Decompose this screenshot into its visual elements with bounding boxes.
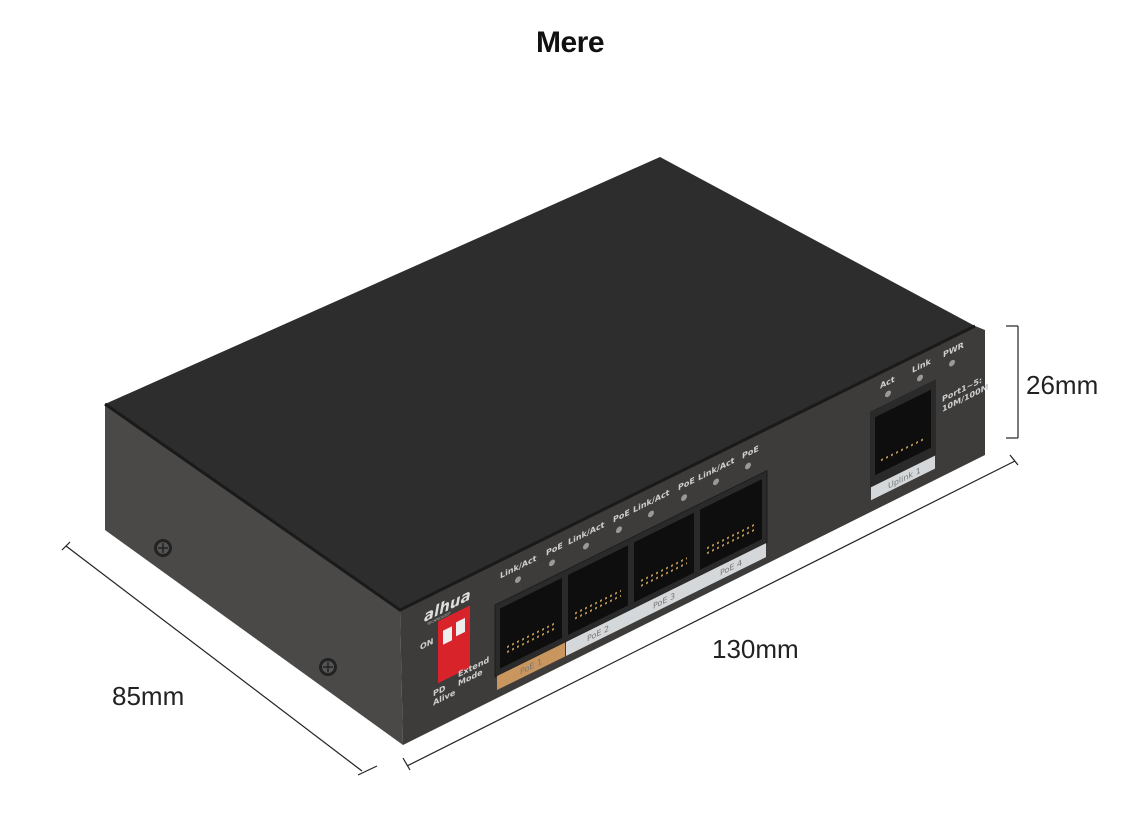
led-icon [713, 478, 719, 486]
switch-top-cover [105, 157, 975, 610]
depth-label: 85mm [112, 681, 184, 711]
poe-port-4[interactable]: Link/Act PoE PoE 4 [698, 440, 766, 591]
screw-icon [319, 658, 337, 676]
led-icon [549, 559, 555, 567]
led-icon [745, 462, 751, 470]
rj45-socket-icon [568, 545, 628, 635]
led-icon [515, 576, 521, 584]
led-icon [616, 526, 622, 534]
rj45-socket-icon [500, 577, 562, 669]
led-icon [681, 494, 687, 501]
screw-icon [154, 539, 172, 557]
depth-dimension-line [65, 545, 363, 772]
led-icon [885, 390, 891, 398]
led-icon [917, 374, 923, 382]
led-icon [648, 510, 654, 518]
dip-toggle-1[interactable] [443, 626, 452, 645]
page-title: Mere [535, 26, 605, 59]
rj45-socket-icon [634, 512, 694, 603]
dimension-lines [61, 325, 1019, 776]
width-dimension-line [406, 460, 1016, 767]
led-icon [949, 359, 955, 367]
rj45-socket-icon [875, 389, 931, 476]
height-label: 26mm [1026, 370, 1098, 400]
width-label: 130mm [712, 634, 799, 664]
led-icon [583, 542, 589, 550]
rj45-socket-icon [700, 479, 762, 570]
dip-toggle-2[interactable] [456, 617, 465, 637]
